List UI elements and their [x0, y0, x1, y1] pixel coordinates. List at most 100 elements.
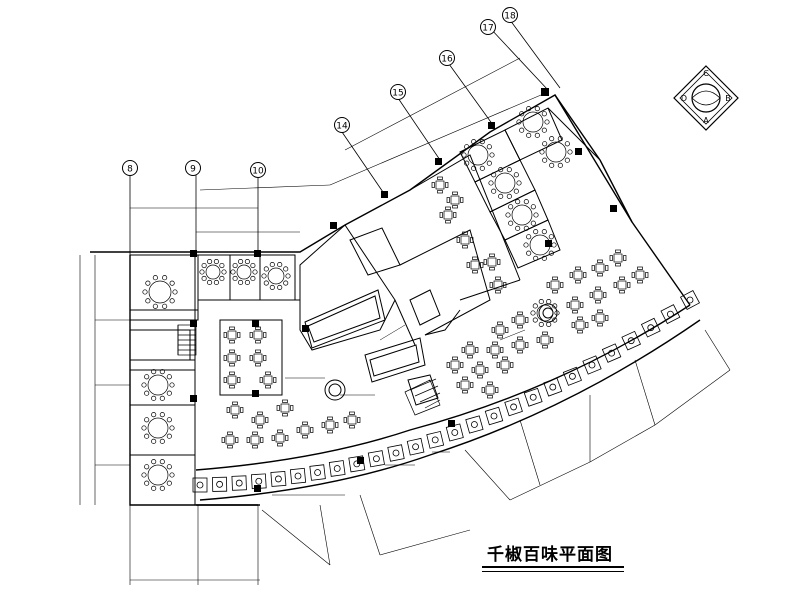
square-table: [249, 349, 267, 367]
square-table: [511, 311, 529, 329]
square-tables: [221, 176, 649, 449]
grid-axis-bubble: 10: [250, 162, 266, 178]
compass-letter: D: [681, 94, 687, 103]
title-underline: [482, 566, 624, 572]
square-table: [466, 256, 484, 274]
round-table: [539, 136, 573, 168]
booth-seat: [426, 430, 445, 449]
square-table: [456, 376, 474, 394]
feature-circle: [324, 303, 558, 401]
booth-seat: [367, 450, 385, 468]
grid-axis-label: 10: [252, 167, 264, 177]
square-table: [591, 259, 609, 277]
booth-seat: [465, 415, 484, 434]
square-table: [276, 399, 294, 417]
booth-seat: [309, 464, 326, 481]
booth-seat: [231, 475, 247, 491]
booth-seat: [562, 366, 582, 386]
square-table: [471, 361, 489, 379]
booth-seat: [640, 317, 661, 338]
annotation-leaders: [272, 324, 526, 496]
booth-seat: [348, 455, 366, 473]
square-table: [591, 309, 609, 327]
west-private-rooms: [129, 254, 199, 506]
square-table: [343, 411, 361, 429]
square-table: [546, 276, 564, 294]
booth-seat: [270, 470, 287, 487]
compass-rose: [673, 65, 739, 131]
square-table: [439, 206, 457, 224]
grid-axis-label: 17: [482, 24, 493, 34]
grid-axis-label: 8: [127, 165, 133, 175]
round-table: [261, 262, 291, 290]
square-table: [456, 231, 474, 249]
square-table: [271, 429, 289, 447]
round-table: [505, 199, 539, 231]
grid-axis-bubble: 15: [390, 84, 406, 100]
east-service-corridor: [394, 154, 521, 406]
square-table: [251, 411, 269, 429]
square-table: [536, 331, 554, 349]
grid-axis-label: 14: [336, 122, 348, 132]
booth-seat: [445, 423, 464, 442]
grid-axis-lines: [129, 19, 561, 255]
round-table: [516, 106, 550, 138]
square-table: [446, 191, 464, 209]
booth-seat: [543, 377, 563, 397]
square-table: [589, 286, 607, 304]
square-table: [566, 296, 584, 314]
square-table: [446, 356, 464, 374]
square-table: [486, 341, 504, 359]
square-table: [246, 431, 264, 449]
square-table: [491, 321, 509, 339]
square-table: [511, 336, 529, 354]
round-table: [461, 139, 495, 171]
round-tables: [141, 106, 573, 491]
booth-seat: [523, 387, 543, 407]
round-table: [141, 369, 175, 401]
round-table: [141, 412, 175, 444]
booth-seat: [387, 444, 405, 462]
round-table: [530, 299, 560, 327]
grid-axis-bubble: 17: [480, 19, 496, 35]
grid-axis-bubble: 8: [122, 160, 138, 176]
booth-seat: [250, 473, 267, 490]
square-table: [496, 356, 514, 374]
square-table: [481, 381, 499, 399]
square-table: [296, 421, 314, 439]
inner-dining-block: [219, 319, 283, 396]
kitchen-block: [299, 224, 426, 383]
grid-axis-label: 16: [441, 55, 453, 65]
round-table: [488, 167, 522, 199]
dimension-lines: [79, 57, 731, 585]
north-private-rooms: [197, 254, 300, 301]
grid-axis-label: 9: [190, 165, 196, 175]
booth-seat: [582, 355, 602, 375]
grid-axis-bubble: 18: [502, 7, 518, 23]
stairs: [177, 324, 441, 416]
square-table: [226, 401, 244, 419]
grid-axis-bubble: 16: [439, 50, 455, 66]
square-table: [489, 276, 507, 294]
outer-walls: [90, 94, 701, 506]
booth-seat: [328, 460, 346, 477]
round-table: [199, 258, 227, 286]
square-table: [569, 266, 587, 284]
square-table: [223, 371, 241, 389]
round-table: [142, 275, 178, 309]
square-table: [223, 349, 241, 367]
compass-letter: B: [725, 94, 731, 103]
round-table: [141, 459, 175, 491]
square-table: [609, 249, 627, 267]
booth-seat: [504, 397, 523, 417]
grid-axis-label: 15: [392, 89, 403, 99]
round-table: [230, 258, 258, 286]
round-table: [523, 229, 557, 261]
grid-axis-bubble-group: 8 9 10 14 15 16 17 18: [122, 7, 518, 178]
square-table: [571, 316, 589, 334]
booth-seat: [406, 437, 425, 456]
square-table: [259, 371, 277, 389]
square-table: [321, 416, 339, 434]
